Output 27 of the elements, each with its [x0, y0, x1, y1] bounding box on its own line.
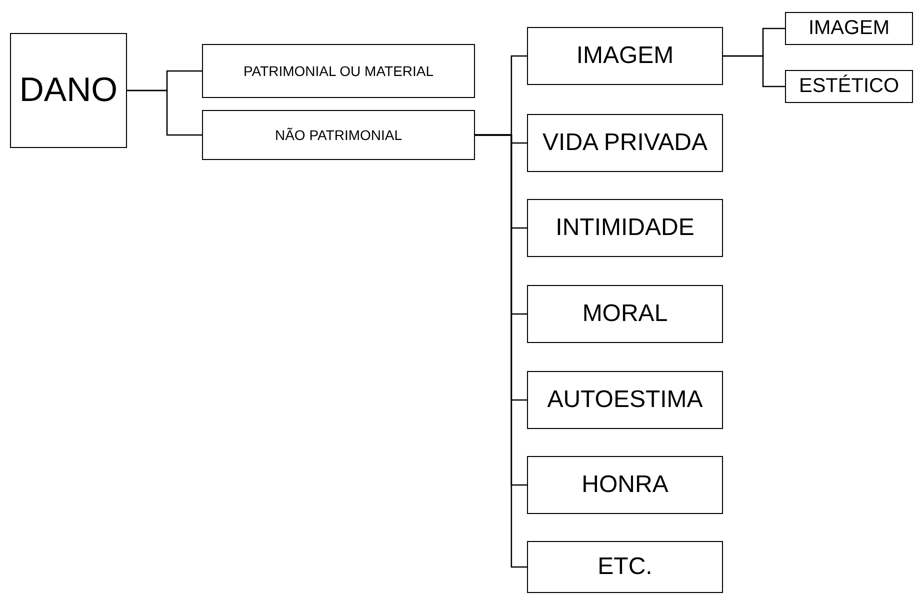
- node-label: MORAL: [582, 300, 668, 328]
- connector-line: [127, 90, 202, 136]
- node-label: ETC.: [598, 553, 652, 581]
- node-label: DANO: [19, 71, 118, 110]
- category-box: [527, 114, 723, 172]
- node-label: IMAGEM: [808, 17, 890, 40]
- category-box: [202, 44, 475, 98]
- node-label: ESTÉTICO: [798, 75, 899, 98]
- node-label: HONRA: [582, 471, 668, 499]
- category-box: [785, 70, 913, 103]
- category-box: [527, 541, 723, 593]
- node-label: IMAGEM: [576, 42, 674, 70]
- node-label: INTIMIDADE: [556, 214, 694, 242]
- category-box: [527, 371, 723, 429]
- category-box: [10, 33, 127, 148]
- category-box: [527, 456, 723, 514]
- connector-line: [475, 134, 527, 568]
- category-box: [785, 12, 913, 45]
- node-label: PATRIMONIAL OU MATERIAL: [243, 63, 434, 79]
- category-box: [527, 285, 723, 343]
- category-box: [202, 110, 475, 160]
- node-label: VIDA PRIVADA: [542, 129, 708, 157]
- connector-line: [723, 55, 785, 88]
- category-box: [527, 27, 723, 85]
- node-label: NÃO PATRIMONIAL: [274, 127, 402, 143]
- category-box: [527, 199, 723, 257]
- node-label: AUTOESTIMA: [547, 386, 703, 414]
